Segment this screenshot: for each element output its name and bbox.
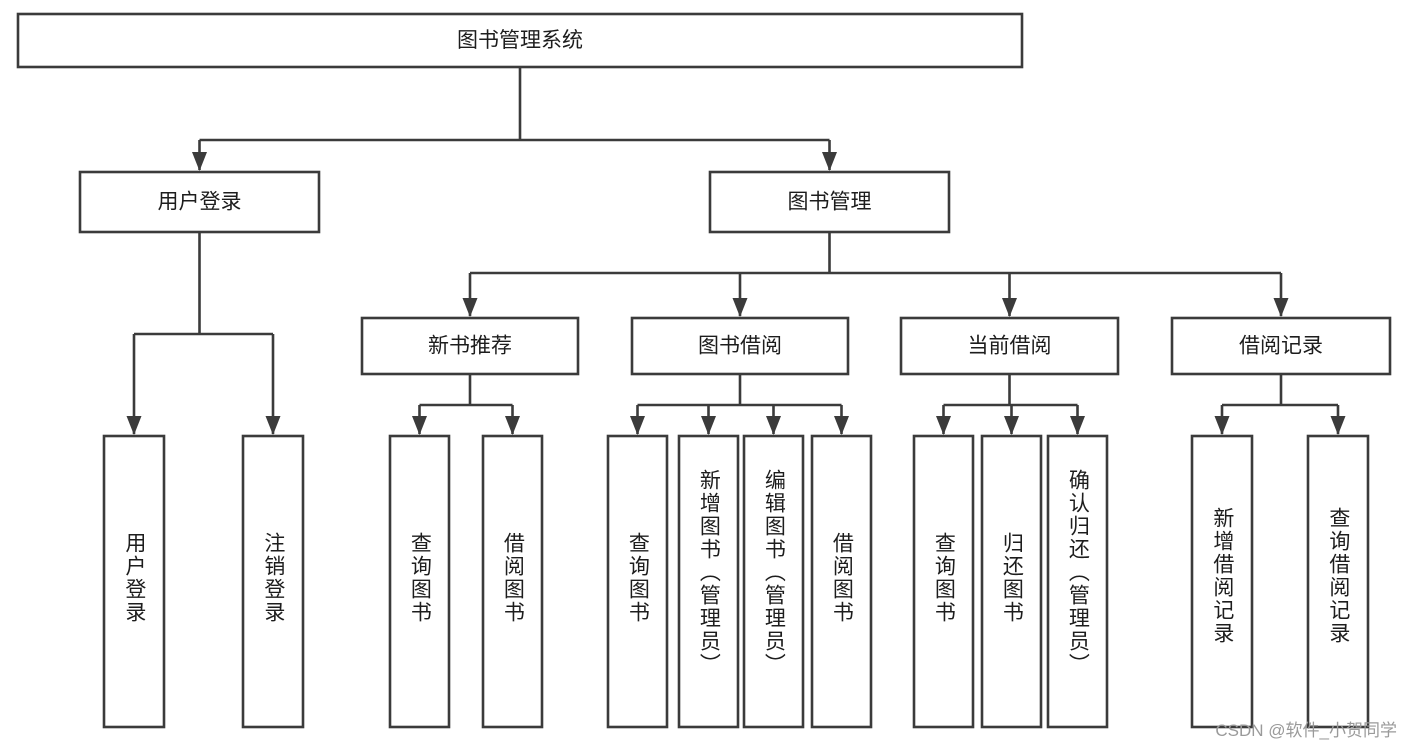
arrow-head-icon-leaf-add-borrow-record [1214, 416, 1230, 435]
arrow-head-icon-leaf-add-book [701, 416, 716, 435]
node-leaf-confirm-return[interactable] [1046, 434, 1109, 729]
node-book-manage-label: 图书管理 [788, 191, 872, 214]
node-leaf-user-logout[interactable] [241, 434, 305, 729]
arrow-head-icon-leaf-return-book [1004, 416, 1019, 435]
node-borrow-record-label: 借阅记录 [1239, 335, 1323, 358]
arrow-head-icon-leaf-query-book-1 [412, 416, 427, 435]
edges-layer [126, 67, 1346, 435]
arrow-head-icon-leaf-borrow-book-2 [834, 416, 849, 435]
arrow-head-icon-book-borrow [732, 298, 748, 317]
arrow-head-icon-leaf-confirm-return [1070, 416, 1085, 435]
node-leaf-edit-book[interactable] [742, 434, 805, 729]
node-book-manage[interactable] [708, 170, 951, 234]
node-leaf-add-borrow-record[interactable] [1190, 434, 1254, 729]
node-leaf-user-login[interactable] [102, 434, 166, 729]
arrow-head-icon-leaf-edit-book [766, 416, 781, 435]
arrow-head-icon-current-borrow [1002, 298, 1017, 317]
arrow-head-icon-leaf-user-login [126, 416, 142, 435]
arrow-head-icon-borrow-record [1273, 298, 1289, 317]
node-borrow-record[interactable] [1170, 316, 1392, 376]
boxes-layer [16, 12, 1392, 729]
node-root-book-management-system-label: 图书管理系统 [457, 29, 583, 52]
node-leaf-query-book-2[interactable] [606, 434, 669, 729]
arrow-head-icon-new-book-recommend [462, 298, 478, 317]
arrow-head-icon-leaf-user-logout [265, 416, 281, 435]
node-leaf-borrow-book-2[interactable] [810, 434, 873, 729]
node-current-borrow[interactable] [899, 316, 1120, 376]
arrow-head-icon-leaf-query-borrow-record [1330, 416, 1346, 435]
csdn-watermark: CSDN @软件_小贺同学 [1215, 721, 1397, 740]
node-book-borrow[interactable] [630, 316, 850, 376]
node-new-book-recommend-label: 新书推荐 [428, 335, 512, 358]
node-new-book-recommend[interactable] [360, 316, 580, 376]
arrow-head-icon-leaf-query-book-3 [936, 416, 951, 435]
node-leaf-borrow-book-1[interactable] [481, 434, 544, 729]
node-root-book-management-system[interactable] [16, 12, 1024, 69]
node-leaf-query-book-1[interactable] [388, 434, 451, 729]
arrow-head-icon-book-manage [822, 152, 837, 171]
node-book-borrow-label: 图书借阅 [698, 335, 782, 358]
arrow-head-icon-leaf-borrow-book-1 [505, 416, 520, 435]
node-user-login-label: 用户登录 [158, 191, 242, 214]
node-leaf-query-borrow-record[interactable] [1306, 434, 1370, 729]
node-user-login[interactable] [78, 170, 321, 234]
node-leaf-return-book[interactable] [980, 434, 1043, 729]
node-leaf-add-book[interactable] [677, 434, 740, 729]
arrow-head-icon-leaf-query-book-2 [630, 416, 645, 435]
node-leaf-query-book-3[interactable] [912, 434, 975, 729]
arrow-head-icon-user-login [192, 152, 207, 171]
node-current-borrow-label: 当前借阅 [968, 335, 1052, 358]
